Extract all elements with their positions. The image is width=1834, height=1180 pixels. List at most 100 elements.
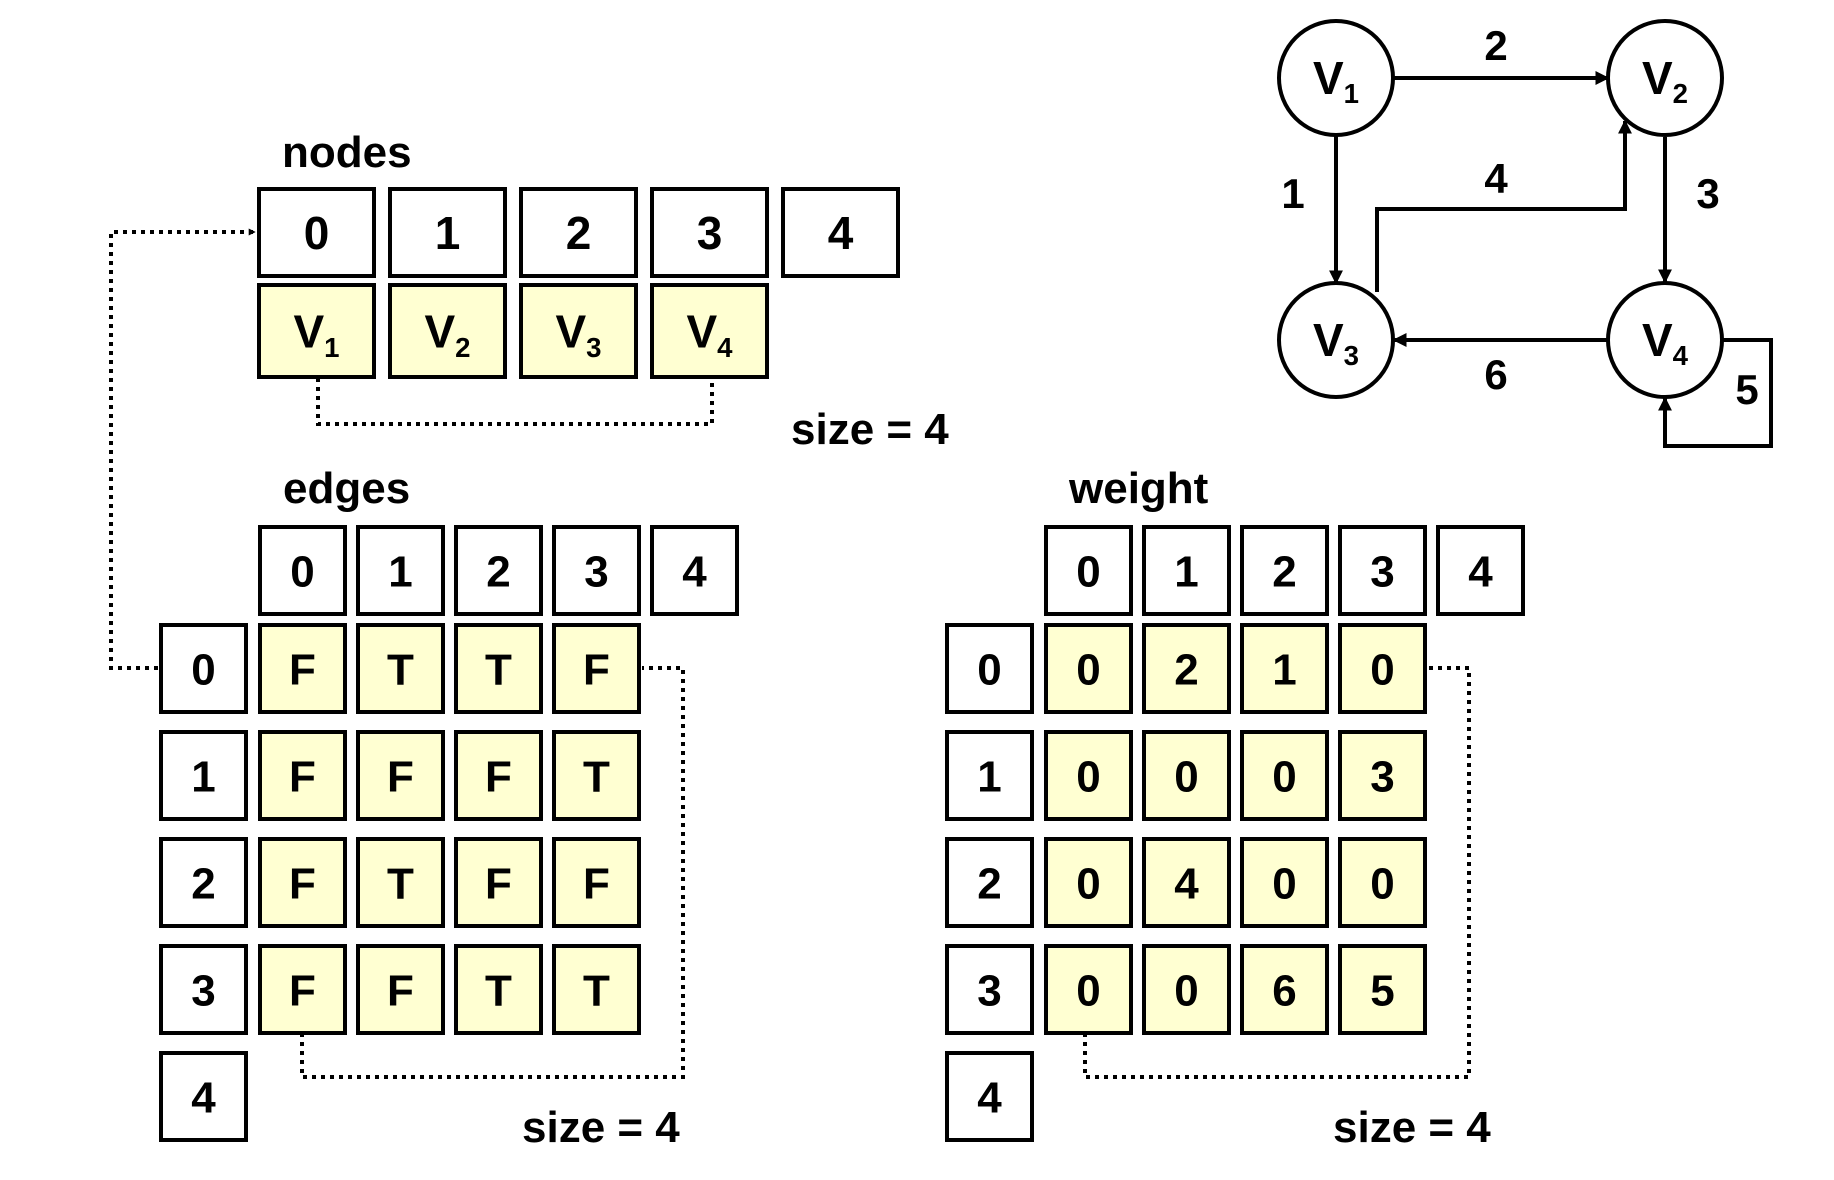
edges-cell-0-3-text: F bbox=[583, 645, 610, 694]
weight-cell-3-0: 0 bbox=[1044, 944, 1133, 1035]
edges-row-index-1-box bbox=[159, 730, 248, 821]
nodes-value-0-box bbox=[257, 283, 376, 379]
nodes-value-2: V3 bbox=[519, 283, 638, 379]
weight-cell-0-2: 1 bbox=[1240, 623, 1329, 714]
edges-row-index-4-text: 4 bbox=[191, 1073, 216, 1122]
edges-col-index-2-text: 2 bbox=[486, 547, 510, 596]
edges-cell-1-2-box bbox=[454, 730, 543, 821]
edges-cell-3-3: T bbox=[552, 944, 641, 1035]
edges-row-index-1-text: 1 bbox=[191, 752, 215, 801]
nodes-index-4-box bbox=[781, 187, 900, 278]
edges-cell-0-1: T bbox=[356, 623, 445, 714]
weight-row-index-0-box bbox=[945, 623, 1034, 714]
edges-cell-2-3-box bbox=[552, 837, 641, 928]
weight-row-index-4-text: 4 bbox=[977, 1073, 1002, 1122]
edges-cell-1-3-box bbox=[552, 730, 641, 821]
edges-cell-2-2: F bbox=[454, 837, 543, 928]
weight-col-index-2-text: 2 bbox=[1272, 547, 1296, 596]
graph-vertex-v2-label: V2 bbox=[1642, 52, 1688, 109]
nodes-index-2-box bbox=[519, 187, 638, 278]
edges-row-index-0-box bbox=[159, 623, 248, 714]
graph-edge-v4-v4 bbox=[1658, 338, 1773, 448]
weight-row-index-3: 3 bbox=[945, 944, 1034, 1035]
weight-cell-1-2: 0 bbox=[1240, 730, 1329, 821]
weight-col-index-1-box bbox=[1142, 525, 1231, 616]
nodes-index-2: 2 bbox=[519, 187, 638, 278]
nodes-size-bracket bbox=[316, 378, 714, 426]
nodes-index-1-box bbox=[388, 187, 507, 278]
weight-cell-0-2-text: 1 bbox=[1272, 645, 1296, 694]
weight-cell-2-0: 0 bbox=[1044, 837, 1133, 928]
weight-cell-1-1-text: 0 bbox=[1174, 752, 1198, 801]
weight-row-index-3-box bbox=[945, 944, 1034, 1035]
edges-col-index-1: 1 bbox=[356, 525, 445, 616]
weight-cell-2-2-box bbox=[1240, 837, 1329, 928]
weight-cell-0-0-box bbox=[1044, 623, 1133, 714]
edges-cell-2-1-box bbox=[356, 837, 445, 928]
weight-cell-3-0-box bbox=[1044, 944, 1133, 1035]
edges-cell-1-2: F bbox=[454, 730, 543, 821]
edges-col-index-2: 2 bbox=[454, 525, 543, 616]
nodes-index-0-box bbox=[257, 187, 376, 278]
weight-cell-0-0-text: 0 bbox=[1076, 645, 1100, 694]
weight-cell-0-0: 0 bbox=[1044, 623, 1133, 714]
weight-row-index-4: 4 bbox=[945, 1051, 1034, 1142]
weight-cell-3-1-box bbox=[1142, 944, 1231, 1035]
edges-row-index-2: 2 bbox=[159, 837, 248, 928]
graph-edge-label-v4-v4: 5 bbox=[1735, 366, 1758, 413]
edges-cell-0-3-box bbox=[552, 623, 641, 714]
edges-size-bracket bbox=[300, 666, 685, 1079]
graph-vertex-v1 bbox=[1277, 19, 1395, 137]
nodes-index-0: 0 bbox=[257, 187, 376, 278]
graph-vertex-v1-label: V1 bbox=[1313, 52, 1359, 109]
edges-col-index-1-text: 1 bbox=[388, 547, 412, 596]
edges-cell-1-1: F bbox=[356, 730, 445, 821]
nodes-value-1-box bbox=[388, 283, 507, 379]
weight-cell-1-2-text: 0 bbox=[1272, 752, 1296, 801]
nodes-value-3-box bbox=[650, 283, 769, 379]
edges-cell-2-2-box bbox=[454, 837, 543, 928]
edges-cell-1-0: F bbox=[258, 730, 347, 821]
nodes-value-1: V2 bbox=[388, 283, 507, 379]
edges-to-nodes-connector bbox=[109, 228, 256, 670]
edges-row-index-0-text: 0 bbox=[191, 645, 215, 694]
edges-col-index-3-box bbox=[552, 525, 641, 616]
weight-cell-1-0: 0 bbox=[1044, 730, 1133, 821]
edges-cell-1-1-text: F bbox=[387, 752, 414, 801]
nodes-index-4-text: 4 bbox=[828, 207, 854, 259]
nodes-index-4: 4 bbox=[781, 187, 900, 278]
weight-row-index-1: 1 bbox=[945, 730, 1034, 821]
nodes-index-0-text: 0 bbox=[304, 207, 330, 259]
edges-col-index-4-box bbox=[650, 525, 739, 616]
nodes-value-2-box bbox=[519, 283, 638, 379]
edges-row-index-0: 0 bbox=[159, 623, 248, 714]
weight-cell-3-0-text: 0 bbox=[1076, 966, 1100, 1015]
edges-cell-0-3: F bbox=[552, 623, 641, 714]
weight-col-index-1-text: 1 bbox=[1174, 547, 1198, 596]
weight-col-index-2: 2 bbox=[1240, 525, 1329, 616]
weight-cell-3-1-text: 0 bbox=[1174, 966, 1198, 1015]
weight-cell-2-1: 4 bbox=[1142, 837, 1231, 928]
weight-col-index-4-text: 4 bbox=[1468, 547, 1493, 596]
graph-edge-label-v3-v2: 4 bbox=[1484, 155, 1508, 202]
edges-cell-0-1-box bbox=[356, 623, 445, 714]
weight-row-index-4-box bbox=[945, 1051, 1034, 1142]
graph-edge-label-v4-v3: 6 bbox=[1484, 351, 1507, 398]
edges-row-index-3-box bbox=[159, 944, 248, 1035]
weight-cell-2-1-text: 4 bbox=[1174, 859, 1199, 908]
edges-cell-2-1-text: T bbox=[387, 859, 414, 908]
edges-row-index-2-box bbox=[159, 837, 248, 928]
edges-cell-2-0-text: F bbox=[289, 859, 316, 908]
edges-row-index-4: 4 bbox=[159, 1051, 248, 1142]
weight-cell-2-0-box bbox=[1044, 837, 1133, 928]
nodes-index-3: 3 bbox=[650, 187, 769, 278]
graph-edge-label-v1-v3: 1 bbox=[1281, 170, 1304, 217]
weight-cell-2-3-text: 0 bbox=[1370, 859, 1394, 908]
weight-cell-2-0-text: 0 bbox=[1076, 859, 1100, 908]
edges-cell-3-3-box bbox=[552, 944, 641, 1035]
edges-title: edges bbox=[283, 464, 410, 513]
